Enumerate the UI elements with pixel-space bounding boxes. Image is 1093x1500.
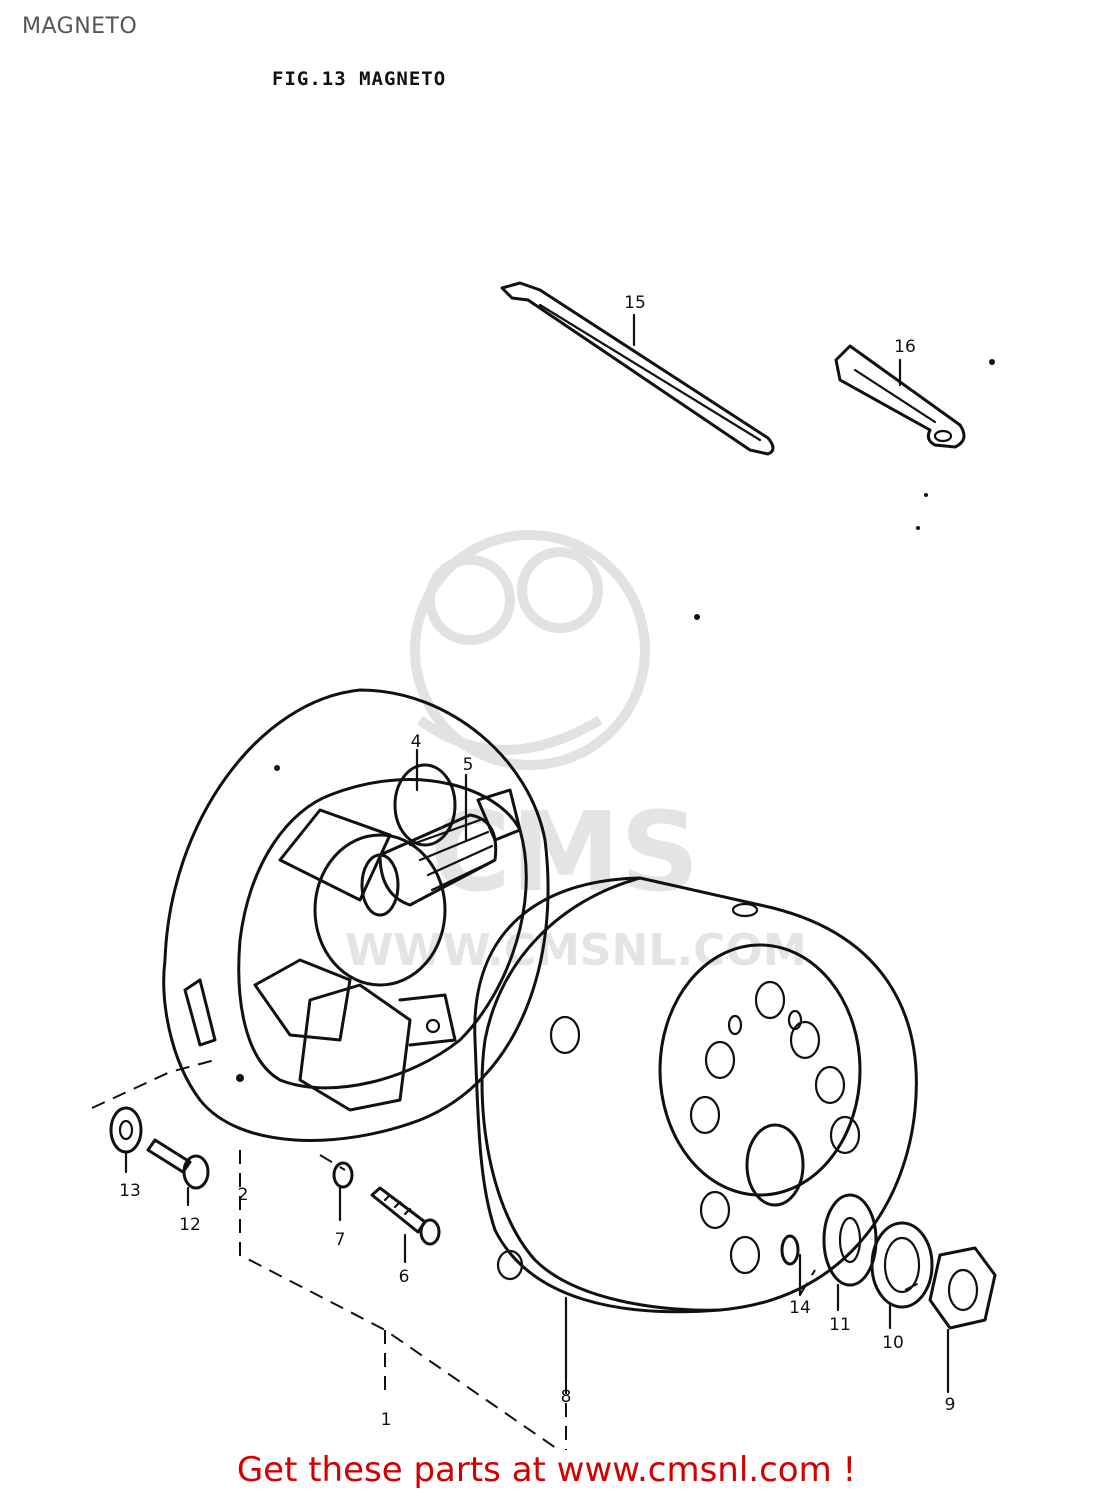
callout-7: 7: [335, 1230, 346, 1250]
part-6-screw: [370, 1186, 441, 1264]
callout-13: 13: [119, 1181, 141, 1201]
callout-15: 15: [624, 293, 646, 313]
callout-6: 6: [399, 1267, 410, 1287]
footer-link[interactable]: Get these parts at www.cmsnl.com !: [236, 1450, 857, 1490]
page-title: MAGNETO: [22, 14, 138, 39]
watermark-url: WWW.CMSNL.COM: [345, 925, 807, 976]
callout-1: 1: [381, 1410, 392, 1430]
callout-4: 4: [411, 732, 422, 752]
part-11-washer: [822, 1193, 878, 1312]
part-4-coil: [278, 748, 457, 902]
callout-8: 8: [561, 1387, 572, 1407]
part-12-screw: [146, 1138, 210, 1207]
part-2-stator-plate: [162, 688, 550, 1142]
callout-2: 2: [238, 1185, 249, 1205]
callout-5: 5: [463, 755, 474, 775]
specks: [694, 359, 995, 620]
callout-14: 14: [789, 1298, 811, 1318]
part-15-strap: [500, 281, 775, 456]
figure-title: FIG.13 MAGNETO: [272, 68, 447, 90]
callout-16: 16: [894, 337, 916, 357]
part-16-clamp: [834, 344, 966, 449]
breaker-assembly: [253, 958, 457, 1112]
part-8-rotor: [473, 876, 918, 1382]
part-7-small-washer: [332, 1161, 354, 1222]
watermark-brand: CMS: [430, 788, 699, 916]
callouts: 1 2 4 5 6 7 8 9 10 11 12 13 14 15 16: [119, 293, 955, 1430]
part-14-key: [780, 1234, 802, 1297]
callout-11: 11: [829, 1315, 851, 1335]
part-5-lighting-coil: [360, 773, 522, 917]
callout-9: 9: [945, 1395, 956, 1415]
exploded-parts-diagram: CMS WWW.CMSNL.COM: [91, 281, 997, 1450]
part-9-nut: [928, 1246, 997, 1394]
callout-12: 12: [179, 1215, 201, 1235]
part-10-spring-washer: [870, 1221, 934, 1330]
cms-watermark: CMS WWW.CMSNL.COM: [345, 530, 807, 976]
leader-lines: [91, 1059, 926, 1450]
part-13-washer: [109, 1106, 143, 1174]
callout-10: 10: [882, 1333, 904, 1353]
